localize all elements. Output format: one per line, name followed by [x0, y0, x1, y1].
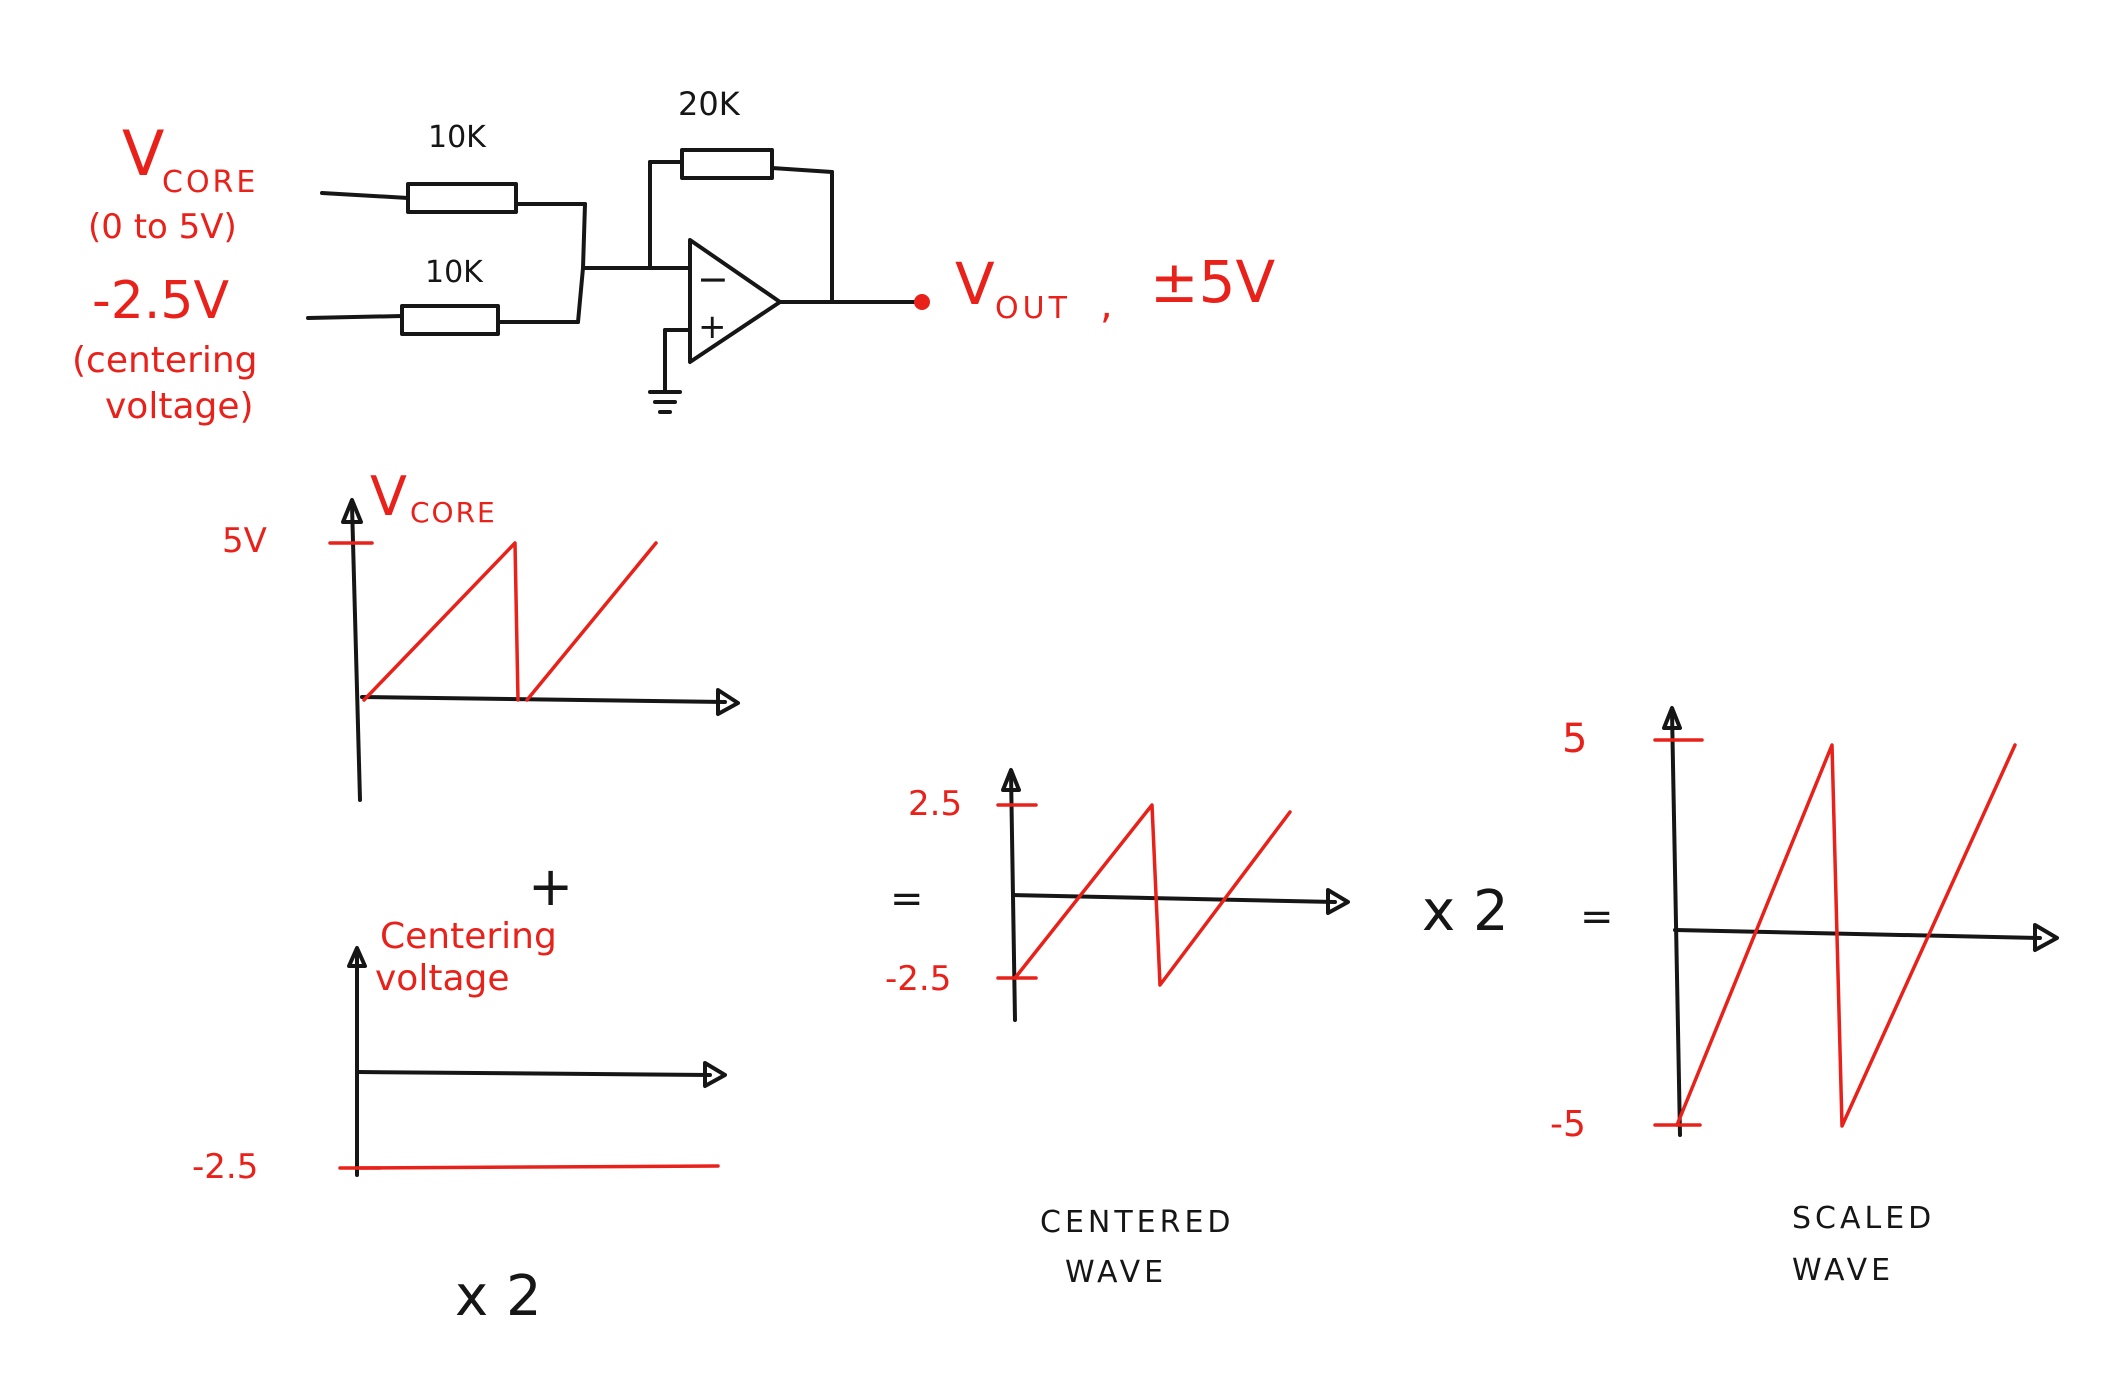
scaled-graph-x-arrow: [2033, 923, 2059, 952]
scaled-sawtooth-wave: [1675, 743, 2017, 1128]
centered-wave-graph: 2.5 -2.5 CENTERED WAVE: [885, 768, 1350, 1290]
circuit-schematic: V CORE (0 to 5V) -2.5V (centering voltag…: [72, 85, 1275, 427]
vcore-graph-x-arrow: [716, 688, 740, 716]
vcore-input-label: V: [122, 117, 164, 190]
equals-sign-2: =: [1580, 894, 1614, 940]
vcore-graph-title: V: [370, 465, 407, 528]
resistor-r2: [400, 304, 500, 336]
centering-input-wire: [306, 314, 404, 320]
centered-graph-top-label: 2.5: [908, 784, 962, 824]
centering-graph-title-line1: Centering: [380, 916, 557, 957]
summing-junction-wire-upper: [581, 202, 587, 270]
op-amp-inverting-symbol: −: [697, 257, 729, 301]
scaled-graph-top-label: 5: [1562, 716, 1587, 762]
scaled-graph-bottom-label: -5: [1550, 1104, 1586, 1145]
centered-graph-x-arrow: [1326, 888, 1350, 915]
centered-sawtooth-wave: [1013, 803, 1292, 987]
centering-voltage-label-line2: voltage): [105, 386, 254, 427]
centering-graph-title-line2: voltage: [375, 958, 510, 999]
centering-graph-value-label: -2.5: [192, 1147, 258, 1187]
op-amp-triangle: [688, 238, 782, 364]
resistor-r1: [406, 182, 518, 214]
feedback-wire-top-right: [770, 166, 834, 174]
centering-voltage-graph: Centering voltage -2.5: [192, 916, 727, 1187]
resistor-rf-label: 20K: [678, 85, 741, 123]
centered-wave-caption-line1: CENTERED: [1040, 1205, 1235, 1240]
vcore-input-wire: [320, 191, 410, 200]
resistor-rf: [680, 148, 774, 180]
centered-graph-y-arrow: [1001, 768, 1021, 792]
vcore-graph-5v-label: 5V: [222, 521, 267, 561]
centered-graph-bottom-label: -2.5: [885, 959, 951, 999]
vcore-graph-y-axis: [350, 503, 362, 802]
vcore-graph-x-axis: [360, 695, 727, 704]
times-two-label-left: x 2: [455, 1264, 542, 1329]
equals-sign-1: =: [890, 876, 924, 922]
vout-subscript: OUT: [995, 291, 1071, 326]
centering-voltage-value: -2.5V: [92, 271, 229, 331]
centering-graph-x-axis: [356, 1070, 712, 1077]
times-two-label-right: x 2: [1422, 879, 1509, 944]
vcore-range-label: (0 to 5V): [88, 207, 237, 247]
centered-graph-x-axis: [1011, 893, 1337, 904]
resistor-r2-label: 10K: [425, 255, 484, 290]
centering-voltage-level-line: [358, 1164, 720, 1170]
ground-icon: [648, 390, 682, 414]
resistor-r1-label: 10K: [428, 120, 487, 155]
centered-wave-caption-line2: WAVE: [1065, 1255, 1167, 1290]
plus-sign: +: [528, 855, 573, 918]
scaled-graph-y-axis: [1670, 710, 1682, 1137]
output-node-dot: [914, 294, 930, 310]
centering-voltage-label-line1: (centering: [72, 340, 258, 381]
scaled-graph-x-axis: [1673, 928, 2042, 940]
vout-separator: ,: [1100, 282, 1113, 328]
summing-junction-wire-lower: [576, 266, 585, 324]
scaled-wave-caption-line1: SCALED: [1792, 1201, 1935, 1236]
scaled-wave-graph: 5 -5 SCALED WAVE: [1550, 706, 2059, 1288]
vcore-graph: 5V V CORE: [222, 465, 740, 802]
vcore-input-subscript: CORE: [162, 165, 258, 200]
scaled-wave-caption-line2: WAVE: [1792, 1253, 1894, 1288]
vout-range: ±5V: [1150, 248, 1275, 316]
vcore-sawtooth-wave: [362, 541, 658, 702]
centering-graph-x-arrow: [703, 1061, 727, 1088]
vcore-graph-y-arrow: [341, 498, 363, 524]
op-amp-noninverting-symbol: +: [698, 307, 727, 347]
vcore-graph-title-subscript: CORE: [410, 496, 497, 529]
vout-label: V: [955, 250, 995, 318]
scaled-graph-y-arrow: [1662, 706, 1682, 730]
centering-graph-y-arrow: [347, 946, 367, 968]
